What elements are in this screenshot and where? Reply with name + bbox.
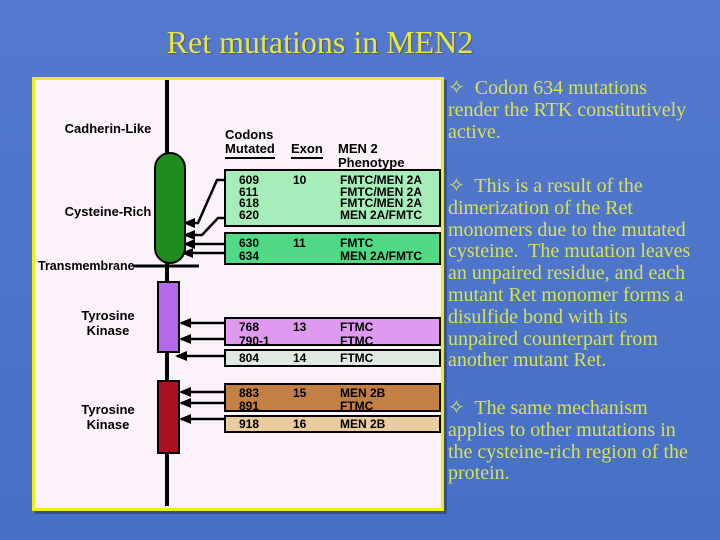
bullet-codon-634: ✧ Codon 634 mutations render the RTK con… (448, 77, 687, 143)
codons-mutated-header: Codons Mutated (225, 128, 275, 159)
bullet-dimerization: ✧ This is a result of the dimerization o… (448, 175, 691, 372)
phenotype-cell: MEN 2B (340, 417, 386, 431)
phenotype-cell: FTMC (340, 351, 374, 365)
exon-cell: 16 (293, 417, 307, 431)
codons-cell: 883 891 (239, 386, 260, 412)
phenotype-cell: FMTC/MEN 2A FMTC/MEN 2A FMTC/MEN 2A MEN … (340, 173, 422, 222)
codons-cell: 630 634 (239, 236, 260, 263)
tyrosine-kinase-label-1: Tyrosine Kinase (81, 308, 135, 338)
slide-title: Ret mutations in MEN2 (166, 24, 474, 60)
cadherin-like-label: Cadherin-Like (64, 121, 152, 136)
phenotype-cell: FMTC MEN 2A/FMTC (340, 236, 422, 263)
codons-header-line1: Codons (225, 127, 274, 142)
codons-cell: 804 (239, 351, 260, 365)
exon-cell: 15 (293, 386, 307, 400)
tyrosine-kinase-label-2: Tyrosine Kinase (81, 402, 135, 432)
mutation-box-exon13: 768 790-1 13 FTMC FTMC (224, 317, 441, 346)
tyrosine-kinase-domain-shape-1 (157, 281, 180, 353)
mutation-box-exon14: 804 14 FTMC (224, 349, 441, 367)
tyrosine-kinase-domain-shape-2 (157, 380, 180, 454)
exon-cell: 14 (293, 351, 307, 365)
codons-header-line2: Mutated (225, 142, 275, 159)
cysteine-rich-label: Cysteine-Rich (64, 204, 152, 219)
codons-cell: 918 (239, 417, 260, 431)
phenotype-cell: MEN 2B FTMC (340, 386, 386, 412)
mutation-box-exon16: 918 16 MEN 2B (224, 415, 441, 433)
exon-cell: 10 (293, 173, 307, 187)
cysteine-rich-domain-shape (154, 152, 186, 264)
exon-cell: 13 (293, 320, 307, 334)
ret-diagram-panel: Cadherin-Like Cysteine-Rich Transmembran… (32, 77, 444, 511)
bullet-same-mechanism: ✧ The same mechanism applies to other mu… (448, 397, 688, 485)
transmembrane-label: Transmembrane (38, 259, 135, 273)
exon-cell: 11 (293, 236, 306, 250)
mutation-box-exon11: 630 634 11 FMTC MEN 2A/FMTC (224, 232, 441, 265)
mutation-box-exon10: 609 611 618 620 10 FMTC/MEN 2A FMTC/MEN … (224, 169, 441, 227)
exon-header: Exon (291, 142, 323, 159)
codons-cell: 609 611 618 620 (239, 173, 260, 222)
mutation-box-exon15: 883 891 15 MEN 2B FTMC (224, 383, 441, 412)
phenotype-cell: FTMC FTMC (340, 320, 374, 346)
codons-cell: 768 790-1 (239, 320, 270, 346)
exon-header-text: Exon (291, 142, 323, 159)
